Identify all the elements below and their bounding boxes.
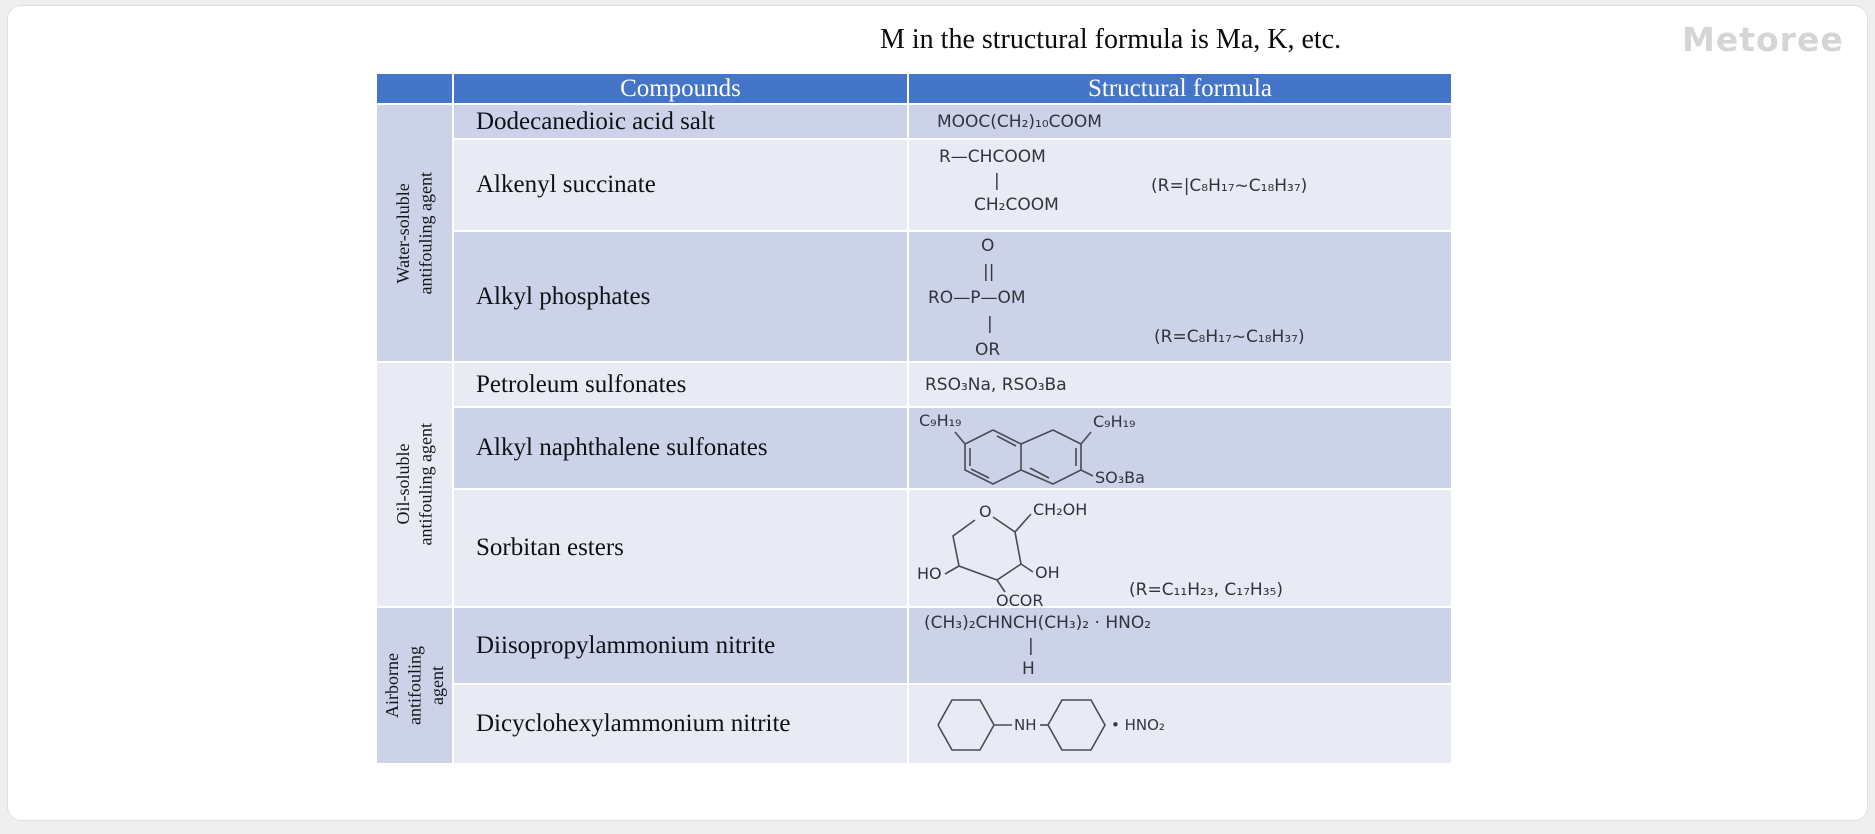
formula-petroleum-sulfonates: RSO₃Na, RSO₃Ba [908, 362, 1452, 407]
compound-name: Petroleum sulfonates [476, 370, 687, 398]
group-label-airborne-text: Airborne antifouling agent [381, 646, 449, 725]
dicyclohexyl-structure [937, 699, 1106, 751]
compound-name: Sorbitan esters [476, 534, 624, 561]
header-structural-formula: Structural formula [908, 73, 1452, 104]
formula-diisopropylammonium: (CH₃)₂CHNCH(CH₃)₂ · HNO₂ | H [908, 607, 1452, 684]
formula-line: (CH₃)₂CHNCH(CH₃)₂ · HNO₂ [924, 613, 1152, 633]
group-line: Airborne [381, 653, 402, 718]
formula-alkyl-naphthalene: C₉H₁₉ C₉H₁₉ SO₃Ba [908, 407, 1452, 489]
header-compounds-label: Compounds [620, 74, 741, 102]
formula-dodecanedioic: MOOC(CH₂)₁₀COOM [908, 104, 1452, 139]
compound-name: Alkyl phosphates [476, 282, 651, 310]
compound-name: Alkyl naphthalene sulfonates [476, 434, 768, 461]
formula-note: (R=|C₈H₁₇~C₁₈H₃₇) [1151, 176, 1308, 196]
formula-line: OR [975, 340, 1001, 360]
compound-name: Diisopropylammonium nitrite [476, 631, 776, 659]
formula-line: R—CHCOOM [939, 147, 1046, 167]
compound-alkyl-phosphates: Alkyl phosphates [453, 231, 908, 362]
compound-name: Alkenyl succinate [476, 171, 656, 198]
antifouling-agents-table: Compounds Structural formula Water-solub… [376, 73, 1452, 764]
compound-dodecanedioic: Dodecanedioic acid salt [453, 104, 908, 139]
header-corner-cell [376, 73, 453, 104]
formula-label-ring-oxygen: O [979, 502, 992, 521]
bond-line: | [1028, 636, 1034, 656]
formula-label-ho: HO [917, 564, 942, 583]
formula-label-so3ba: SO₃Ba [1095, 468, 1145, 487]
formula-label-hno2: • HNO₂ [1111, 716, 1165, 734]
header-compounds: Compounds [453, 73, 908, 104]
formula-label-ch2oh: CH₂OH [1033, 500, 1088, 519]
bond-line: | [987, 314, 993, 334]
compound-alkenyl-succinate: Alkenyl succinate [453, 139, 908, 231]
group-line: antifouling agent [415, 423, 436, 546]
compound-alkyl-naphthalene-sulfonates: Alkyl naphthalene sulfonates [453, 407, 908, 489]
formula-label-nh: NH [1014, 716, 1037, 734]
formula-line: RO—P—OM [928, 288, 1026, 308]
group-line: antifouling [404, 646, 425, 725]
formula-line: RSO₃Na, RSO₃Ba [925, 374, 1067, 395]
metoree-watermark: Metoree [1682, 20, 1844, 59]
formula-line: O [981, 236, 995, 256]
annotation-note: M in the structural formula is Ma, K, et… [880, 24, 1342, 55]
formula-line: CH₂COOM [974, 195, 1059, 215]
group-line: antifouling agent [415, 171, 436, 295]
group-label-airborne: Airborne antifouling agent [376, 607, 453, 764]
formula-note: (R=C₈H₁₇~C₁₈H₃₇) [1154, 327, 1305, 347]
formula-note: (R=C₁₁H₂₃, C₁₇H₃₅) [1129, 580, 1283, 600]
group-label-oil-soluble: Oil-soluble antifouling agent [376, 362, 453, 607]
compound-sorbitan-esters: Sorbitan esters [453, 489, 908, 607]
header-structural-formula-label: Structural formula [1088, 74, 1272, 102]
formula-alkyl-phosphates: O || RO—P—OM | OR (R=C₈H₁₇~C₁₈H₃₇) [908, 231, 1452, 362]
bond-line: | [994, 171, 1000, 191]
formula-dicyclohexylammonium: NH • HNO₂ [908, 684, 1452, 764]
formula-line: H [1022, 659, 1035, 679]
compound-diisopropylammonium-nitrite: Diisopropylammonium nitrite [453, 607, 908, 684]
formula-label-c9h19-left: C₉H₁₉ [919, 411, 962, 430]
group-label-water-soluble-text: Water-soluble antifouling agent [392, 172, 437, 294]
compound-name: Dicyclohexylammonium nitrite [476, 710, 791, 737]
formula-label-ocor: OCOR [996, 591, 1044, 610]
naphthalene-structure [954, 429, 1094, 485]
group-line: Water-soluble [393, 182, 413, 284]
formula-label-c9h19-right: C₉H₁₉ [1093, 412, 1136, 431]
formula-alkenyl-succinate: R—CHCOOM | CH₂COOM (R=|C₈H₁₇~C₁₈H₃₇) [908, 139, 1452, 231]
group-label-oil-soluble-text: Oil-soluble antifouling agent [392, 423, 437, 545]
sorbitan-ring-structure [944, 513, 1034, 593]
formula-label-oh: OH [1035, 563, 1060, 582]
group-label-water-soluble: Water-soluble antifouling agent [376, 104, 453, 362]
formula-line: MOOC(CH₂)₁₀COOM [937, 111, 1102, 132]
compound-petroleum-sulfonates: Petroleum sulfonates [453, 362, 908, 407]
double-bond: || [983, 262, 995, 282]
group-line: agent [426, 666, 447, 705]
compound-name: Dodecanedioic acid salt [476, 107, 715, 135]
formula-sorbitan-esters: O CH₂OH HO OH OCOR (R=C₁₁H₂₃, C₁₇H₃₅) [908, 489, 1452, 610]
group-line: Oil-soluble [393, 444, 413, 525]
compound-dicyclohexylammonium-nitrite: Dicyclohexylammonium nitrite [453, 684, 908, 764]
